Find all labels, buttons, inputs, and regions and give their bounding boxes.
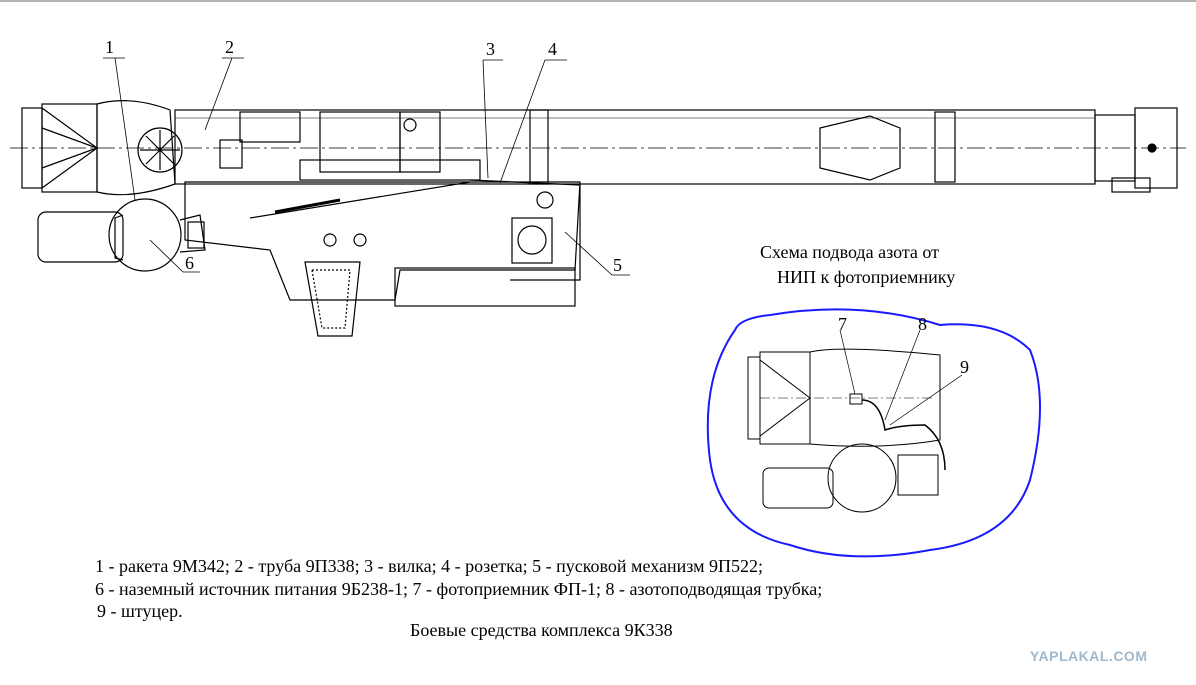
leader-lines bbox=[103, 57, 630, 276]
watermark: YAPLAKAL.COM bbox=[1030, 648, 1148, 664]
inset-outline bbox=[706, 308, 1041, 558]
inset-caption-line1: Схема подвода азота от bbox=[760, 242, 940, 262]
callout-5: 5 bbox=[613, 255, 622, 275]
figure-title: Боевые средства комплекса 9К338 bbox=[410, 620, 673, 640]
legend-line-1: 1 - ракета 9М342; 2 - труба 9П338; 3 - в… bbox=[95, 556, 763, 576]
launch-tube bbox=[174, 107, 1178, 193]
callout-2: 2 bbox=[225, 37, 234, 57]
callout-8: 8 bbox=[918, 314, 927, 334]
front-cap bbox=[21, 100, 183, 196]
callout-9: 9 bbox=[960, 357, 969, 377]
callout-4: 4 bbox=[548, 39, 557, 59]
legend-line-2: 6 - наземный источник питания 9Б238-1; 7… bbox=[95, 579, 823, 599]
callout-6: 6 bbox=[185, 253, 194, 273]
inset-caption-line2: НИП к фотоприемнику bbox=[777, 267, 956, 287]
legend-line-3: 9 - штуцер. bbox=[97, 601, 183, 621]
upper-mechanism bbox=[219, 111, 481, 181]
callout-1: 1 bbox=[105, 37, 114, 57]
inset-drawing bbox=[747, 329, 963, 513]
power-source bbox=[37, 198, 206, 272]
callout-3: 3 bbox=[486, 39, 495, 59]
callout-7: 7 bbox=[838, 314, 847, 334]
trigger-mechanism bbox=[184, 179, 581, 337]
